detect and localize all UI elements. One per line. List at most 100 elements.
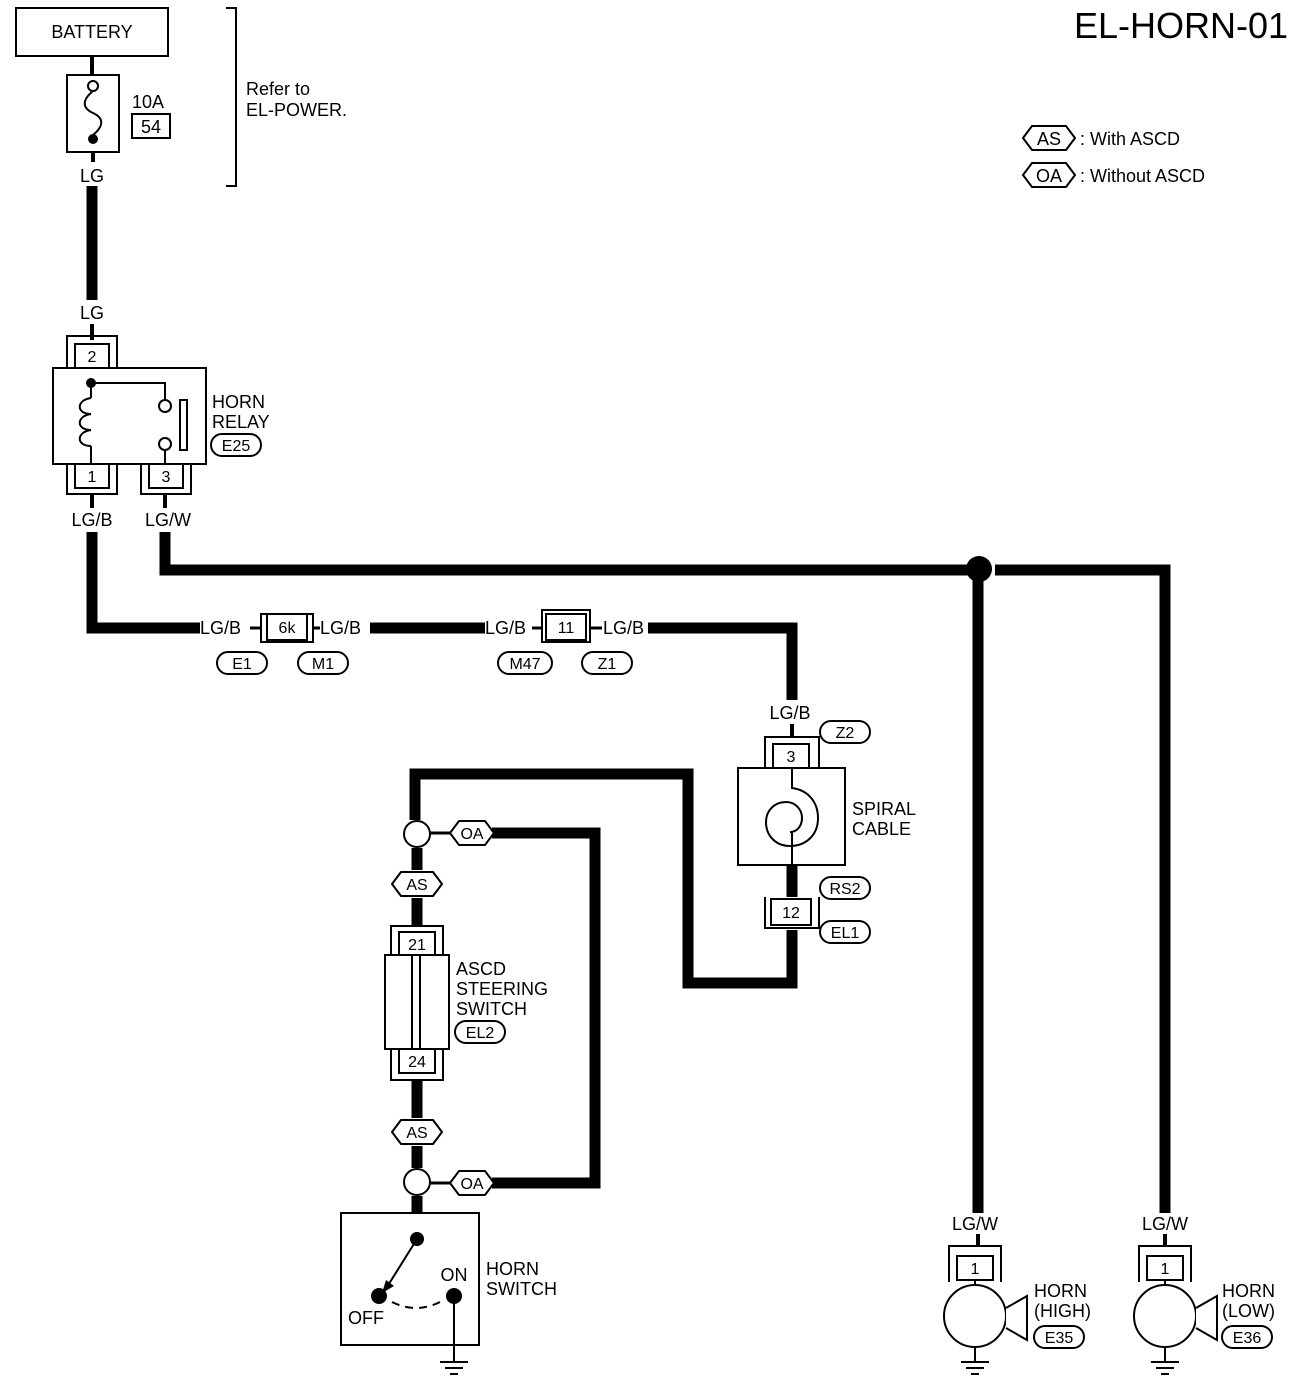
spiral-connector-rs2: RS2: [829, 881, 860, 898]
diagram-title: EL-HORN-01: [1074, 5, 1288, 46]
connector-z1: Z1: [598, 656, 617, 673]
option-as-lower: AS: [406, 1125, 427, 1142]
connector-badge-e1: [216, 651, 268, 675]
horn-relay-label2: RELAY: [212, 412, 270, 432]
spiral-connector-el1: EL1: [831, 925, 860, 942]
horn-switch-on-label: ON: [441, 1265, 468, 1285]
wire-label-lgw-horn-low: LG/W: [1142, 1214, 1188, 1234]
option-oa-upper: OA: [460, 826, 483, 843]
option-tag-oa-upper: [448, 820, 496, 846]
joint-connector-6k: [266, 613, 308, 641]
ascd-pin-top: 21: [408, 937, 426, 954]
wire-label-lgb-3: LG/B: [485, 618, 526, 638]
legend: AS : With ASCD OA : Without ASCD: [1021, 125, 1205, 188]
legend-as-text: : With ASCD: [1080, 129, 1180, 149]
joint-connector-6k-pin: 6k: [279, 620, 297, 637]
wire-lgb-relay-out: [86, 532, 200, 634]
relay-pin-right: 3: [162, 469, 171, 486]
horn-relay-connector-badge: [210, 433, 262, 457]
ground-icon-switch: [440, 1304, 468, 1375]
horn-low-pin-box: [1146, 1255, 1184, 1281]
spiral-cable-label2: CABLE: [852, 819, 911, 839]
horn-switch-label2: SWITCH: [486, 1279, 557, 1299]
battery-label: BATTERY: [51, 22, 132, 42]
wire-spiral-to-switch: [409, 768, 798, 989]
horn-high-connector: E35: [1045, 1330, 1074, 1347]
horn-low-connector: E36: [1233, 1330, 1262, 1347]
connector-e1: E1: [232, 656, 252, 673]
relay-coil-icon: [78, 397, 92, 447]
horn-relay-label1: HORN: [212, 392, 265, 412]
horn-low-label1: HORN: [1222, 1281, 1275, 1301]
relay-contact-icon: [179, 399, 188, 451]
wire-label-lg-relay: LG: [80, 303, 104, 323]
fuse-terminal-bottom: [88, 134, 98, 144]
option-as-upper: AS: [406, 877, 427, 894]
horn-low-icon: [1133, 1284, 1197, 1348]
spiral-pin-bottom: 12: [782, 905, 800, 922]
connector-badge-z1: [581, 651, 633, 675]
horn-switch-box: [340, 1212, 480, 1346]
wire-label-lgw-relay: LG/W: [145, 510, 191, 530]
fuse-number-box: [131, 113, 171, 139]
wire-label-lgb-relay: LG/B: [71, 510, 112, 530]
ascd-label3: SWITCH: [456, 999, 527, 1019]
horn-high-pin-box: [956, 1255, 994, 1281]
spiral-cable-label1: SPIRAL: [852, 799, 916, 819]
horn-switch-on-terminal: [446, 1288, 462, 1304]
option-tag-oa-lower: [448, 1170, 496, 1196]
ascd-label2: STEERING: [456, 979, 548, 999]
spiral-pin-top: 3: [787, 749, 796, 766]
fuse-terminal-top: [87, 80, 99, 92]
legend-as-tag: [1021, 125, 1077, 151]
horn-high-pin: 1: [971, 1261, 980, 1278]
spiral-coil-icon: [764, 768, 820, 865]
wire-label-lgb-1: LG/B: [200, 618, 241, 638]
horn-switch-label1: HORN: [486, 1259, 539, 1279]
option-node-lower: [403, 1168, 431, 1196]
connector-badge-m47: [497, 651, 553, 675]
legend-as-code: AS: [1037, 129, 1061, 149]
horn-high-icon: [943, 1284, 1007, 1348]
option-tag-as-lower: [390, 1119, 444, 1145]
wire-lgw-horns: [159, 532, 1171, 1213]
legend-oa-tag: [1021, 162, 1077, 188]
ascd-pin-bottom: 24: [408, 1054, 426, 1071]
horn-high-connector-badge: [1033, 1325, 1085, 1349]
fuse-icon: [83, 90, 103, 136]
wire-label-lgb-spiral: LG/B: [769, 703, 810, 723]
legend-oa-code: OA: [1036, 166, 1062, 186]
option-node-upper: [403, 820, 431, 848]
spiral-connector-badge-z2: [819, 720, 871, 744]
ground-icon-horn-high: [961, 1347, 989, 1375]
refer-note-line2: EL-POWER.: [246, 100, 347, 120]
connector-m47: M47: [509, 656, 540, 673]
horn-relay-connector: E25: [222, 438, 251, 455]
option-oa-lower: OA: [460, 1176, 483, 1193]
horn-high-label1: HORN: [1034, 1281, 1087, 1301]
horn-switch-off-terminal: [371, 1288, 387, 1304]
horn-switch-lever-icon: [386, 1238, 418, 1288]
relay-pin-top: 2: [88, 349, 97, 366]
wire-harness: [86, 186, 1171, 1215]
joint-connector-11: [545, 613, 587, 641]
spiral-connector-badge-rs2: [819, 876, 871, 900]
ascd-switch-box: [384, 954, 450, 1050]
wire-lgb-to-spiral: [648, 622, 798, 700]
horn-high-label2: (HIGH): [1034, 1301, 1091, 1321]
horn-low-connector-badge: [1221, 1325, 1273, 1349]
joint-connector-11-pin: 11: [558, 620, 575, 637]
option-tag-as-upper: [390, 871, 444, 897]
ascd-label1: ASCD: [456, 959, 506, 979]
wire-oa-bypass: [492, 827, 601, 1189]
wire-label-lgw-horn-high: LG/W: [952, 1214, 998, 1234]
wire-label-lgb-4: LG/B: [603, 618, 644, 638]
ascd-connector: EL2: [466, 1025, 495, 1042]
refer-note-line1: Refer to: [246, 79, 310, 99]
fuse-rating: 10A: [132, 92, 164, 112]
connector-m1: M1: [312, 656, 334, 673]
ascd-connector-badge: [454, 1020, 506, 1044]
spiral-connector-z2: Z2: [836, 725, 855, 742]
